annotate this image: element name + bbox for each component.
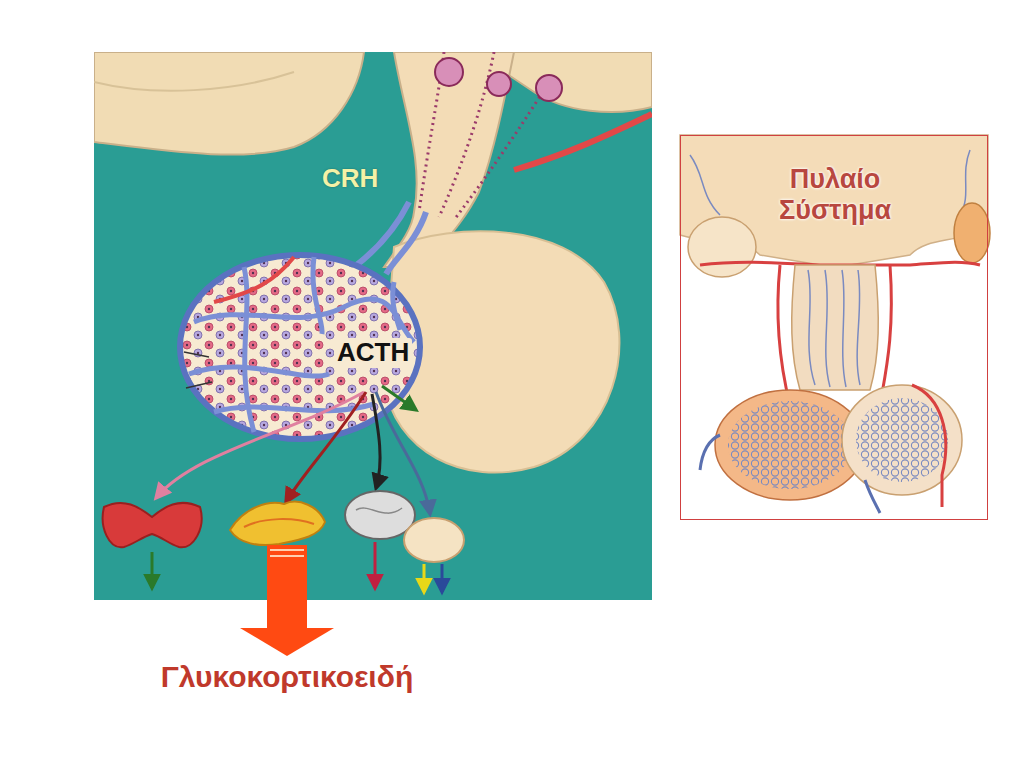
mammillary-body (954, 203, 990, 263)
output-label: Γλυκοκορτικοειδή (161, 660, 413, 694)
portal-illustration (680, 135, 990, 520)
hormone-arrow (372, 394, 380, 488)
brain-and-pituitary (94, 52, 652, 592)
capillary-vessel (313, 257, 322, 334)
hormone-arrow (382, 386, 416, 410)
portal-vessel (386, 212, 426, 274)
output-arrow (151, 552, 154, 588)
output-arrow (423, 564, 426, 592)
pituitary-illustration (94, 52, 652, 592)
adrenal-medulla (244, 519, 314, 527)
capillary-vessel (189, 367, 329, 376)
capillary-network (856, 398, 948, 482)
portal-capillaries (808, 270, 860, 387)
ovary (404, 518, 464, 562)
teal-panel (94, 52, 652, 600)
neuron-body (435, 58, 463, 86)
neuron-body (536, 75, 562, 101)
hormone-arrow (286, 392, 366, 502)
posterior-lobe (842, 385, 962, 495)
hormone-label: ACTH (334, 338, 412, 368)
capillary-vessel (214, 404, 374, 412)
capillary-vessel (194, 299, 414, 342)
neuron-axon (454, 82, 549, 220)
artery (514, 114, 652, 170)
brain-fold (94, 72, 294, 91)
output-arrow (374, 542, 377, 588)
capillary-network (728, 401, 852, 489)
pituitary-panel: CRH ACTH (94, 52, 652, 600)
glucocorticoid-arrowhead (240, 628, 334, 656)
inset-ground (680, 135, 988, 520)
artery (912, 385, 946, 507)
pituitary-stalk (792, 265, 879, 390)
output-arrow (441, 564, 444, 592)
capillary-vessel (393, 282, 400, 330)
inset-title: Πυλαίο Σύστημα (755, 164, 915, 226)
testis (345, 491, 415, 539)
vein (700, 435, 880, 513)
neuron-body (487, 72, 511, 96)
portal-inset: Πυλαίο Σύστημα (680, 135, 988, 520)
optic-structure (688, 217, 756, 277)
adrenal-gland (230, 502, 325, 545)
testis-detail (356, 508, 402, 513)
artery (880, 265, 891, 405)
nerve-fibre (184, 352, 212, 388)
hormone-label: CRH (322, 164, 378, 194)
glucocorticoid-arrow (267, 545, 307, 629)
arrow-stripes (270, 550, 304, 556)
arteriole (214, 257, 294, 302)
artery (778, 265, 790, 405)
thyroid-gland (103, 503, 202, 547)
hormone-arrow (156, 392, 364, 498)
cerebral-lobe (94, 52, 364, 155)
